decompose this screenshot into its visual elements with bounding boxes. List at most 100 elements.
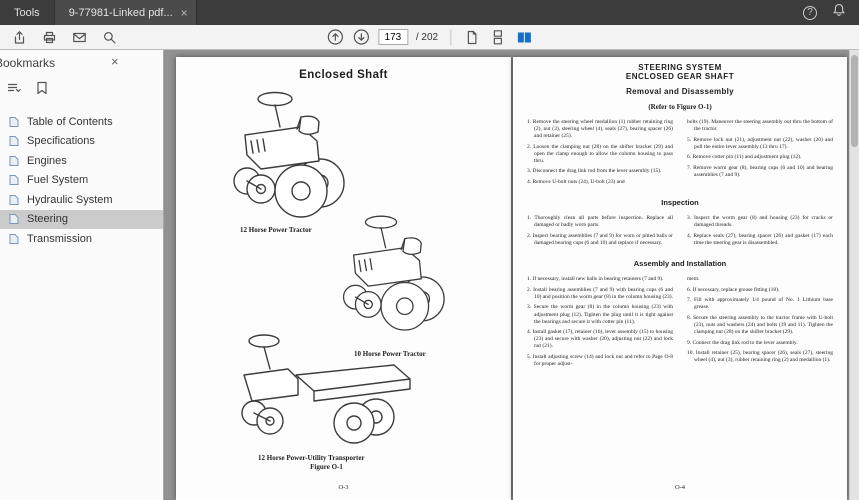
notifications-icon[interactable] — [831, 2, 847, 23]
bookmark-label: Specifications — [27, 135, 95, 148]
bookmarks-title: Bookmarks — [0, 56, 56, 70]
bookmark-plus-icon — [37, 81, 47, 95]
tab-tools[interactable]: Tools — [0, 0, 55, 25]
panel-options-button[interactable] — [5, 79, 23, 97]
close-panel-icon[interactable]: × — [111, 54, 119, 69]
vertical-scrollbar[interactable] — [849, 50, 859, 500]
bookmark-icon — [8, 116, 20, 128]
body-paragraph: 2. Loosen the clamping nut (28) on the s… — [527, 143, 673, 164]
new-bookmark-button[interactable] — [33, 79, 51, 97]
inspection-columns: 1. Thoroughly clean all parts before ins… — [513, 215, 847, 250]
share-icon — [14, 30, 24, 44]
share-button[interactable] — [10, 28, 28, 46]
tab-document[interactable]: 9-77981-Linked pdf... × — [54, 0, 197, 25]
bookmark-icon — [8, 233, 20, 245]
section-subtitle: Removal and Disassembly — [626, 87, 734, 96]
body-paragraph: 1. Remove the steering wheel medallion (… — [527, 119, 673, 140]
removal-left-column: 1. Remove the steering wheel medallion (… — [527, 119, 673, 189]
body-paragraph: bolts (19). Maneuver the steering assemb… — [687, 119, 833, 133]
page-navigation: / 202 — [326, 28, 533, 46]
body-paragraph: 2. Install bearing assemblies (7 and 9) … — [527, 286, 674, 300]
bookmark-item[interactable]: Steering — [0, 209, 163, 229]
bookmark-item[interactable]: Table of Contents — [0, 112, 163, 132]
body-paragraph: 3. Secure the worm gear (8) in the colum… — [527, 304, 673, 325]
body-paragraph: 1. If necessary, install new balls in be… — [527, 276, 664, 283]
print-icon — [43, 31, 55, 43]
body-paragraph: 4. Remove U-bolt nuts (24), U-bolt (23) … — [527, 178, 625, 185]
body-paragraph: ment. — [687, 276, 700, 283]
two-page-spread-icon — [517, 32, 531, 42]
page-number-input[interactable] — [377, 29, 408, 45]
bookmark-item[interactable]: Engines — [0, 151, 163, 171]
removal-columns: 1. Remove the steering wheel medallion (… — [513, 119, 847, 189]
inspection-heading: Inspection — [661, 198, 699, 208]
assembly-heading: Assembly and Installation — [633, 259, 727, 269]
bookmarks-panel: Bookmarks × Table of Contents — [0, 50, 164, 500]
inspection-left-column: 1. Thoroughly clean all parts before ins… — [527, 215, 673, 250]
body-paragraph: 4. Install gasket (17), retainer (16), l… — [527, 329, 673, 350]
search-icon — [103, 31, 116, 44]
search-button[interactable] — [100, 28, 118, 46]
assembly-columns: 1. If necessary, install new balls in be… — [513, 276, 847, 371]
bookmark-item[interactable]: Hydraulic System — [0, 190, 163, 210]
main-toolbar: / 202 — [0, 25, 859, 50]
close-tab-icon[interactable]: × — [180, 5, 188, 20]
scrollbar-thumb[interactable] — [851, 55, 858, 147]
previous-page-button[interactable] — [326, 28, 344, 46]
body-paragraph: 8. Secure the steering assembly to the t… — [687, 315, 833, 336]
tab-bar: Tools 9-77981-Linked pdf... × ? — [0, 0, 859, 25]
continuous-scroll-icon — [494, 29, 503, 44]
email-button[interactable] — [70, 28, 88, 46]
bookmark-item[interactable]: Transmission — [0, 229, 163, 249]
body-paragraph: 1. Thoroughly clean all parts before ins… — [527, 215, 673, 229]
single-page-view-button[interactable] — [463, 28, 481, 46]
body-paragraph: 7. Fill with approximately 1/4 pound of … — [687, 297, 833, 311]
tractor-illustration-transporter — [226, 329, 426, 449]
arrow-up-icon — [327, 29, 343, 45]
tabbar-right-controls: ? — [803, 0, 859, 25]
bookmarks-toolbar — [0, 76, 163, 100]
body-paragraph: 2. Inspect bearing assemblies (7 and 9) … — [527, 232, 673, 246]
caption-transporter: 12 Horse Power-Utility Transporter — [258, 454, 365, 462]
bookmark-label: Steering — [27, 213, 68, 226]
pdf-page-right: STEERING SYSTEM ENCLOSED GEAR SHAFT Remo… — [513, 57, 847, 500]
body-paragraph: 6. If necessary, replace grease fitting … — [687, 286, 780, 293]
section-title-line1: STEERING SYSTEM — [638, 63, 722, 72]
next-page-button[interactable] — [352, 28, 370, 46]
bookmark-icon — [8, 155, 20, 167]
section-title-line2: ENCLOSED GEAR SHAFT — [625, 72, 735, 81]
page-number-right: O-4 — [674, 484, 686, 491]
body-paragraph: 5. Remove lock nut (21), adjustment nut … — [687, 136, 833, 150]
arrow-down-icon — [353, 29, 369, 45]
bookmark-icon — [8, 135, 20, 147]
bookmark-label: Transmission — [27, 232, 92, 245]
bookmark-label: Engines — [27, 154, 67, 167]
pdf-page-left: Enclosed Shaft — [176, 57, 511, 500]
scrolling-view-button[interactable] — [489, 28, 507, 46]
single-page-icon — [468, 30, 477, 44]
caption-12hp: 12 Horse Power Tractor — [240, 226, 312, 234]
help-icon[interactable]: ? — [803, 5, 817, 20]
bookmark-icon — [8, 194, 20, 206]
bookmark-item[interactable]: Specifications — [0, 132, 163, 152]
bookmark-label: Table of Contents — [27, 115, 113, 128]
bookmark-item[interactable]: Fuel System — [0, 171, 163, 191]
bookmarks-list: Table of Contents Specifications Engines — [0, 112, 163, 249]
print-button[interactable] — [40, 28, 58, 46]
toolbar-separator — [450, 29, 452, 45]
body-paragraph: 7. Remove worm gear (8), bearing cups (6… — [687, 164, 833, 178]
inspection-right-column: 3. Inspect the worm gear (8) and housing… — [687, 215, 833, 250]
body-paragraph: 3. Disconnect the drag link rod from the… — [527, 168, 662, 175]
refer-note: (Refer to Figure O-1) — [648, 103, 712, 111]
removal-right-column: bolts (19). Maneuver the steering assemb… — [687, 119, 833, 189]
body-paragraph: 3. Inspect the worm gear (8) and housing… — [687, 215, 833, 229]
content-area: Bookmarks × Table of Contents — [0, 50, 859, 500]
document-tab-label: 9-77981-Linked pdf... — [68, 6, 173, 19]
bookmark-icon — [8, 213, 20, 225]
tractor-illustration-12hp — [216, 83, 358, 223]
bookmark-label: Hydraulic System — [27, 193, 113, 206]
two-page-view-button[interactable] — [515, 28, 533, 46]
options-menu-icon — [7, 83, 21, 93]
body-paragraph: 6. Remove cotter pin (11) and adjustment… — [687, 154, 802, 161]
